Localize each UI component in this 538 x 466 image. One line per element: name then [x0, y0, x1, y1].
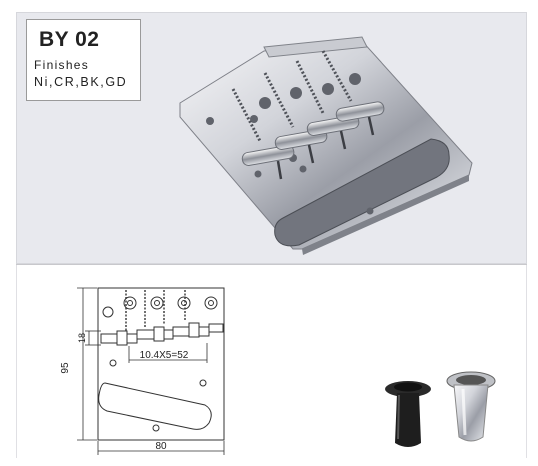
bridge-photo	[179, 36, 473, 255]
panel-divider	[16, 264, 527, 265]
drawing-pickup-slot	[98, 382, 212, 430]
dim-string-spacing: 10.4X5=52	[140, 350, 189, 361]
drawing-saddles	[100, 322, 224, 346]
technical-drawing: 95 18 10.4X5=52 80	[60, 287, 496, 455]
product-sheet: BY 02 Finishes Ni,CR,BK,GD	[16, 12, 527, 458]
dim-height-lines	[77, 287, 97, 441]
dim-spacing-lines	[128, 343, 208, 363]
drawing-springs	[125, 290, 186, 331]
dim-height: 95	[60, 362, 71, 374]
dim-width: 80	[155, 441, 167, 452]
photo-panel: BY 02 Finishes Ni,CR,BK,GD	[16, 12, 527, 264]
ferrule-black	[385, 381, 431, 447]
drawing-plate-outline	[97, 287, 225, 441]
model-number: BY 02	[39, 28, 100, 51]
drawing-screw-holes	[102, 296, 218, 432]
ferrule-chrome	[446, 371, 496, 442]
drawing-panel: 95 18 10.4X5=52 80	[16, 265, 527, 458]
product-label-box: BY 02 Finishes Ni,CR,BK,GD	[26, 19, 141, 101]
finishes-label: Finishes	[34, 58, 90, 72]
finishes-values: Ni,CR,BK,GD	[34, 75, 128, 89]
dim-saddle-height: 18	[77, 333, 87, 343]
dim-saddle-lines	[85, 330, 101, 346]
dim-width-lines	[97, 441, 225, 455]
